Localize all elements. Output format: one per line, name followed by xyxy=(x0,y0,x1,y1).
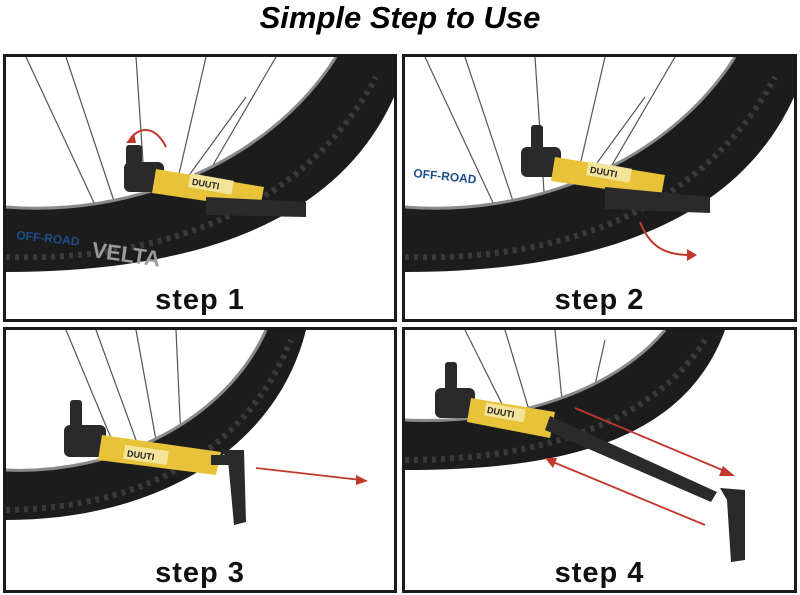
pump-brand: DUUTI xyxy=(589,165,618,180)
pull-arrow xyxy=(255,467,362,481)
rim xyxy=(6,330,268,472)
step-2-photo: OFF-ROAD DUUTI xyxy=(405,57,794,272)
step-4-photo: DUUTI xyxy=(405,330,745,562)
rim xyxy=(405,330,667,422)
pump-brand: DUUTI xyxy=(486,405,515,420)
tire-tread xyxy=(405,338,708,463)
pull-back-arrow xyxy=(552,461,706,526)
pump-brand: DUUTI xyxy=(126,448,155,462)
step-label: step 1 xyxy=(155,284,245,316)
pump: DUUTI xyxy=(124,145,306,217)
step-1-photo: OFF-ROAD VELTA DUUTI xyxy=(6,57,394,272)
step-3-photo: DUUTI xyxy=(6,330,368,525)
step-4-panel: DUUTI step 4 xyxy=(402,327,797,593)
wheel-spokes xyxy=(65,330,182,451)
step-label: step 2 xyxy=(554,284,645,316)
step-label: step 4 xyxy=(554,557,645,589)
arrow-head xyxy=(545,458,557,468)
tire xyxy=(6,330,306,520)
pump: DUUTI xyxy=(435,362,745,562)
step-3-panel: DUUTI step 3 xyxy=(3,327,397,593)
curved-arrow xyxy=(129,129,167,148)
tire xyxy=(6,57,394,272)
pump: DUUTI xyxy=(64,400,246,525)
page-title: Simple Step to Use xyxy=(259,0,541,35)
rim-text: OFF-ROAD xyxy=(413,166,478,187)
arrow-head xyxy=(719,466,735,476)
pump-brand: DUUTI xyxy=(191,177,220,192)
arrow-head xyxy=(687,249,697,261)
wheel-spokes xyxy=(25,57,277,208)
tire xyxy=(405,57,794,272)
tire-tread xyxy=(6,338,294,513)
step-1-panel: OFF-ROAD VELTA DUUTI step 1 xyxy=(3,54,397,322)
step-2-panel: OFF-ROAD DUUTI step 2 xyxy=(402,54,797,322)
curved-arrow xyxy=(639,221,691,256)
push-arrow xyxy=(574,407,728,473)
step-label: step 3 xyxy=(155,557,245,589)
arrow-head xyxy=(126,133,136,143)
tire-tread xyxy=(6,75,379,261)
tire-tread xyxy=(405,75,778,261)
tire xyxy=(405,330,725,470)
pump: DUUTI xyxy=(521,125,710,213)
rim-text: OFF-ROAD xyxy=(16,228,81,249)
arrow-head xyxy=(356,475,368,485)
